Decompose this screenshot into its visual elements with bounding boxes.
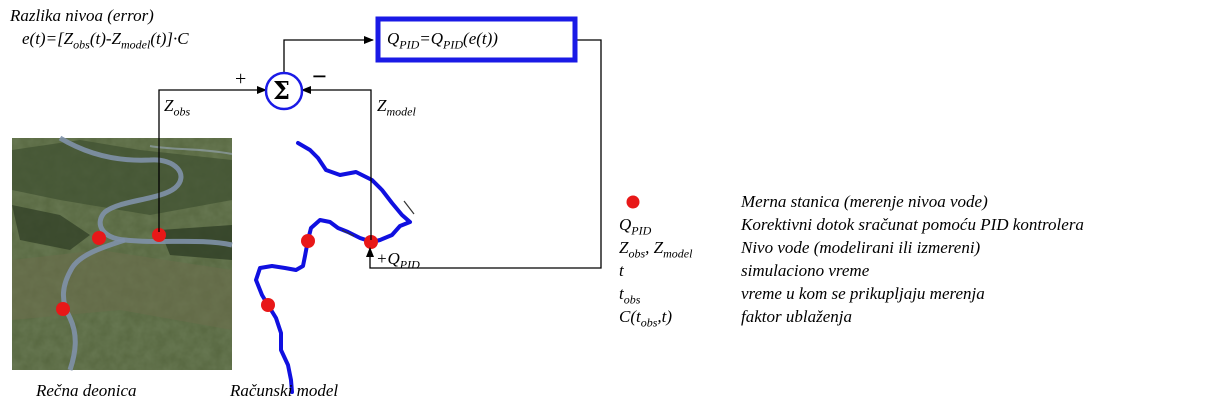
- legend-z-desc: Nivo vode (modelirani ili izmereni): [741, 238, 981, 257]
- legend-qpid-symbol: QPID: [619, 215, 652, 238]
- sum-node: [264, 71, 304, 111]
- station-marker: [152, 228, 166, 242]
- legend-station-marker: [626, 195, 640, 209]
- legend-c-symbol: C(tobs,t): [619, 307, 673, 330]
- legend-z-symbol: Zobs, Zmodel: [619, 238, 693, 261]
- station-marker: [92, 231, 106, 245]
- legend-tobs-symbol: tobs: [619, 284, 641, 307]
- legend-c-desc: faktor ublaženja: [741, 307, 852, 326]
- qpid-feedback-line: [366, 39, 602, 269]
- minus-sign: −: [312, 62, 327, 91]
- station-marker: [364, 235, 378, 249]
- z-model-label: Zmodel: [377, 96, 416, 119]
- legend-t-symbol: t: [619, 261, 624, 280]
- pid-controller-box: [375, 16, 578, 63]
- feedback-lines: [158, 36, 602, 269]
- caption-river-section: Rečna deonica: [36, 381, 137, 400]
- legend-qpid-desc: Korektivni dotok sračunat pomoću PID kon…: [741, 215, 1084, 234]
- model-river-tick: [403, 200, 415, 215]
- model-river-tick: [341, 229, 355, 237]
- qpid-inflow-label: +QPID: [376, 249, 420, 272]
- error-title: Razlika nivoa (error): [10, 6, 154, 25]
- caption-computational-model: Računski model: [230, 381, 339, 400]
- z-model-signal-line: [301, 86, 372, 240]
- error-signal-line: [283, 36, 374, 72]
- legend-tobs-desc: vreme u kom se prikupljaju merenja: [741, 284, 985, 303]
- plus-sign: +: [235, 68, 247, 90]
- station-marker: [56, 302, 70, 316]
- station-marker: [301, 234, 315, 248]
- legend-station-desc: Merna stanica (merenje nivoa vode): [741, 192, 988, 211]
- station-marker: [261, 298, 275, 312]
- z-obs-signal-line: [158, 86, 267, 232]
- legend-t-desc: simulaciono vreme: [741, 261, 870, 280]
- pid-box-label: QPID=QPID(e(t)): [387, 29, 498, 52]
- satellite-image: [12, 135, 233, 371]
- error-formula: e(t)=[Zobs(t)-Zmodel(t)]·C: [22, 29, 189, 52]
- measurement-stations: [56, 228, 378, 316]
- model-river: [254, 141, 412, 394]
- z-obs-label: Zobs: [164, 96, 191, 119]
- sum-symbol: Σ: [273, 76, 290, 105]
